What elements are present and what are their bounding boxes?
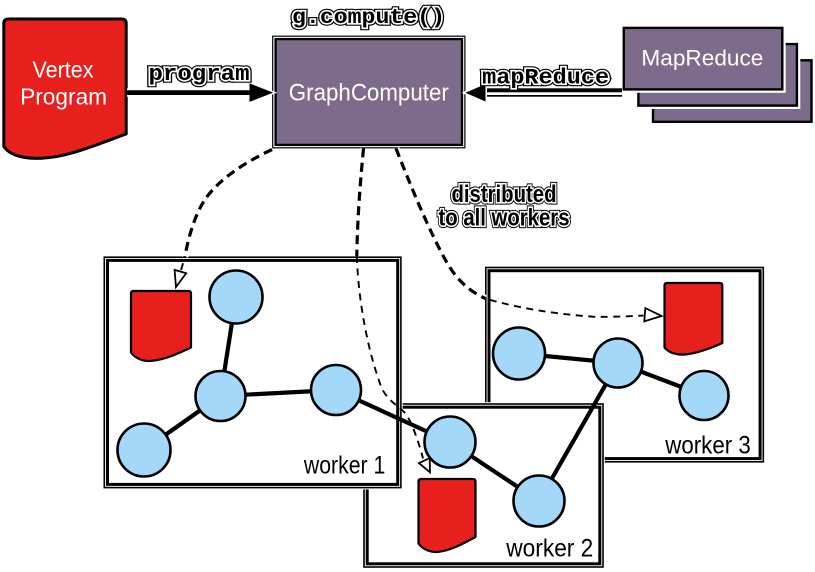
svg-text:program: program: [149, 62, 250, 87]
svg-text:worker 1: worker 1: [303, 452, 385, 480]
svg-text:Vertex: Vertex: [33, 57, 94, 83]
svg-text:GraphComputer: GraphComputer: [289, 79, 449, 106]
svg-text:mapReduce: mapReduce: [482, 66, 609, 91]
svg-text:to all workers: to all workers: [439, 204, 570, 231]
svg-text:distributed: distributed: [452, 181, 557, 208]
svg-text:to all workers: to all workers: [439, 204, 570, 231]
svg-text:mapReduce: mapReduce: [482, 66, 609, 91]
svg-text:distributed: distributed: [452, 181, 557, 208]
svg-text:g.compute(): g.compute(): [292, 6, 445, 30]
svg-text:g.compute(): g.compute(): [292, 6, 445, 30]
svg-text:Program: Program: [20, 84, 107, 110]
svg-text:g.compute(): g.compute(): [292, 6, 445, 30]
svg-text:worker 3: worker 3: [664, 432, 750, 460]
svg-text:worker 2: worker 2: [505, 535, 593, 563]
svg-text:program: program: [149, 62, 250, 87]
svg-text:program: program: [149, 62, 250, 87]
svg-text:distributed: distributed: [452, 181, 557, 208]
svg-text:mapReduce: mapReduce: [482, 66, 609, 91]
svg-text:to all workers: to all workers: [439, 204, 570, 231]
svg-text:MapReduce: MapReduce: [641, 45, 763, 70]
